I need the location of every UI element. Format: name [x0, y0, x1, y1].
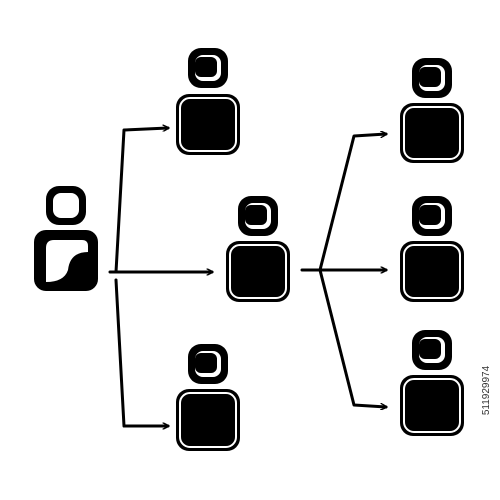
tier1-top-person-icon [176, 48, 240, 155]
source-person-icon [34, 186, 98, 291]
tier2-bottom-person-icon [400, 330, 464, 436]
connector-tier1-to-tier2-bottom [318, 268, 386, 407]
stock-id-watermark: 511929974 [480, 290, 494, 490]
tier2-middle-person-icon [400, 196, 464, 302]
tier2-top-person-icon [400, 58, 464, 163]
tier1-connectors [300, 134, 386, 407]
connector-tier1-to-tier2-top [300, 134, 386, 272]
tier1-middle-person-icon [226, 196, 290, 302]
connector-source-to-tier1-bottom [114, 278, 170, 426]
stock-id-text: 511929974 [481, 365, 493, 415]
connector-source-to-tier1-top [114, 128, 168, 274]
source-connectors [108, 128, 214, 426]
tier1-bottom-person-icon [176, 344, 240, 451]
